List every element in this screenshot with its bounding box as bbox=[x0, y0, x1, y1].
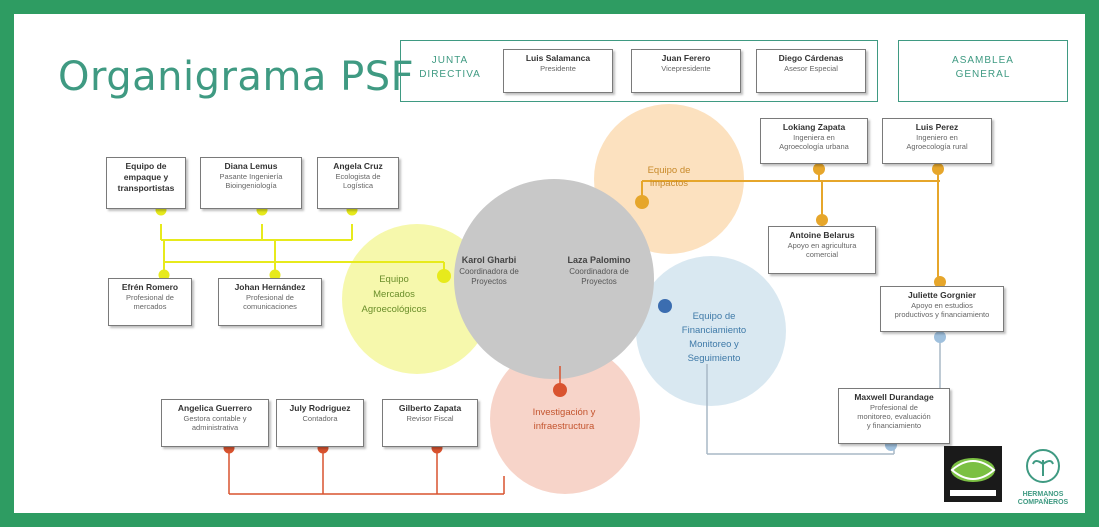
member-card: Juliette Gorgnier Apoyo en estudios prod… bbox=[880, 286, 1004, 332]
member-role: Profesional de mercados bbox=[126, 293, 174, 311]
circle-coordinacion bbox=[454, 179, 654, 379]
asamblea-general-box bbox=[898, 40, 1068, 102]
financiamiento-team-label: Equipo de Financiamiento Monitoreo y Seg… bbox=[681, 311, 747, 364]
member-role: Ingeniera en Agroecología urbana bbox=[779, 133, 849, 151]
asamblea-general-label: ASAMBLEA GENERAL bbox=[952, 55, 1014, 80]
member-role: Ecologista de Logística bbox=[335, 172, 381, 190]
member-role: Profesional de comunicaciones bbox=[243, 293, 297, 311]
coordinator-name: Laza Palomino bbox=[567, 255, 631, 265]
leaf-logo-icon bbox=[950, 458, 996, 496]
member-name: Angela Cruz bbox=[333, 161, 383, 171]
member-card: Lokiang Zapata Ingeniera en Agroecología… bbox=[760, 118, 868, 164]
member-name: Antoine Belarus bbox=[789, 230, 855, 240]
member-role: Asesor Especial bbox=[784, 64, 838, 73]
member-role: Revisor Fiscal bbox=[406, 414, 454, 423]
coordinator-card: Laza Palomino Coordinadora de Proyectos bbox=[559, 254, 639, 287]
member-name: Juan Ferero bbox=[661, 53, 711, 63]
impactos-team-label: Equipo de impactos bbox=[647, 165, 691, 189]
member-card: Gilberto Zapata Revisor Fiscal bbox=[382, 399, 478, 447]
coordinator-name: Karol Gharbi bbox=[461, 255, 517, 265]
member-card: Angelica Guerrero Gestora contable y adm… bbox=[161, 399, 269, 447]
sprout-logo-icon bbox=[1026, 449, 1060, 483]
org-chart-slide: Organigrama PSF JUNTA DIRECTIVA Luis Sal… bbox=[14, 14, 1085, 513]
member-card: July Rodriguez Contadora bbox=[276, 399, 364, 447]
member-role: Pasante Ingeniería Bioingeniología bbox=[219, 172, 283, 190]
member-card: Antoine Belarus Apoyo en agricultura com… bbox=[768, 226, 876, 274]
coordinator-card: Karol Gharbi Coordinadora de Proyectos bbox=[454, 254, 524, 287]
member-name: Efrén Romero bbox=[121, 282, 179, 292]
partner-logo bbox=[944, 446, 1002, 502]
logo-label: HERMANOS COMPAÑEROS bbox=[1017, 491, 1069, 506]
member-name: July Rodriguez bbox=[289, 403, 351, 413]
member-role: Contadora bbox=[302, 414, 338, 423]
coordinator-role: Coordinadora de Proyectos bbox=[459, 267, 519, 286]
member-card: Maxwell Durandage Profesional de monitor… bbox=[838, 388, 950, 444]
member-name: Equipo de empaque y transportistas bbox=[117, 161, 175, 193]
hermanos-companeros-logo: HERMANOS COMPAÑEROS bbox=[1008, 446, 1078, 506]
member-card: Angela Cruz Ecologista de Logística bbox=[317, 157, 399, 209]
member-card: Equipo de empaque y transportistas bbox=[106, 157, 186, 209]
member-name: Luis Perez bbox=[915, 122, 959, 132]
member-name: Lokiang Zapata bbox=[782, 122, 846, 132]
member-name: Diego Cárdenas bbox=[778, 53, 844, 63]
member-role: Vicepresidente bbox=[661, 64, 711, 73]
coordinator-role: Coordinadora de Proyectos bbox=[569, 267, 629, 286]
investigacion-team-label: Investigación y infraestructura bbox=[532, 407, 596, 432]
member-name: Luis Salamanca bbox=[525, 53, 591, 63]
member-role: Ingeniero en Agroecología rural bbox=[906, 133, 968, 151]
circle-financiamiento bbox=[636, 256, 786, 406]
junta-member-card: Diego Cárdenas Asesor Especial bbox=[756, 49, 866, 93]
member-name: Diana Lemus bbox=[224, 161, 278, 171]
member-card: Efrén Romero Profesional de mercados bbox=[108, 278, 192, 326]
member-name: Maxwell Durandage bbox=[854, 392, 934, 402]
member-role: Presidente bbox=[540, 64, 576, 73]
member-role: Gestora contable y administrativa bbox=[183, 414, 247, 432]
member-card: Johan Hernández Profesional de comunicac… bbox=[218, 278, 322, 326]
member-role: Profesional de monitoreo, evaluación y f… bbox=[857, 403, 931, 430]
member-name: Juliette Gorgnier bbox=[907, 290, 976, 300]
junta-member-card: Juan Ferero Vicepresidente bbox=[631, 49, 741, 93]
member-name: Johan Hernández bbox=[234, 282, 306, 292]
member-card: Diana Lemus Pasante Ingeniería Bioingeni… bbox=[200, 157, 302, 209]
member-role: Apoyo en agricultura comercial bbox=[787, 241, 857, 259]
mercados-team-label: Equipo Mercados Agroecológicos bbox=[361, 274, 427, 315]
member-role: Apoyo en estudios productivos y financia… bbox=[894, 301, 990, 319]
junta-member-card: Luis Salamanca Presidente bbox=[503, 49, 613, 93]
member-name: Gilberto Zapata bbox=[398, 403, 462, 413]
page-title: Organigrama PSF bbox=[58, 54, 415, 100]
member-name: Angelica Guerrero bbox=[177, 403, 253, 413]
junta-directiva-label: JUNTA DIRECTIVA bbox=[419, 55, 481, 80]
connector-lines bbox=[155, 163, 946, 495]
member-card: Luis Perez Ingeniero en Agroecología rur… bbox=[882, 118, 992, 164]
junta-directiva-group bbox=[400, 40, 878, 102]
